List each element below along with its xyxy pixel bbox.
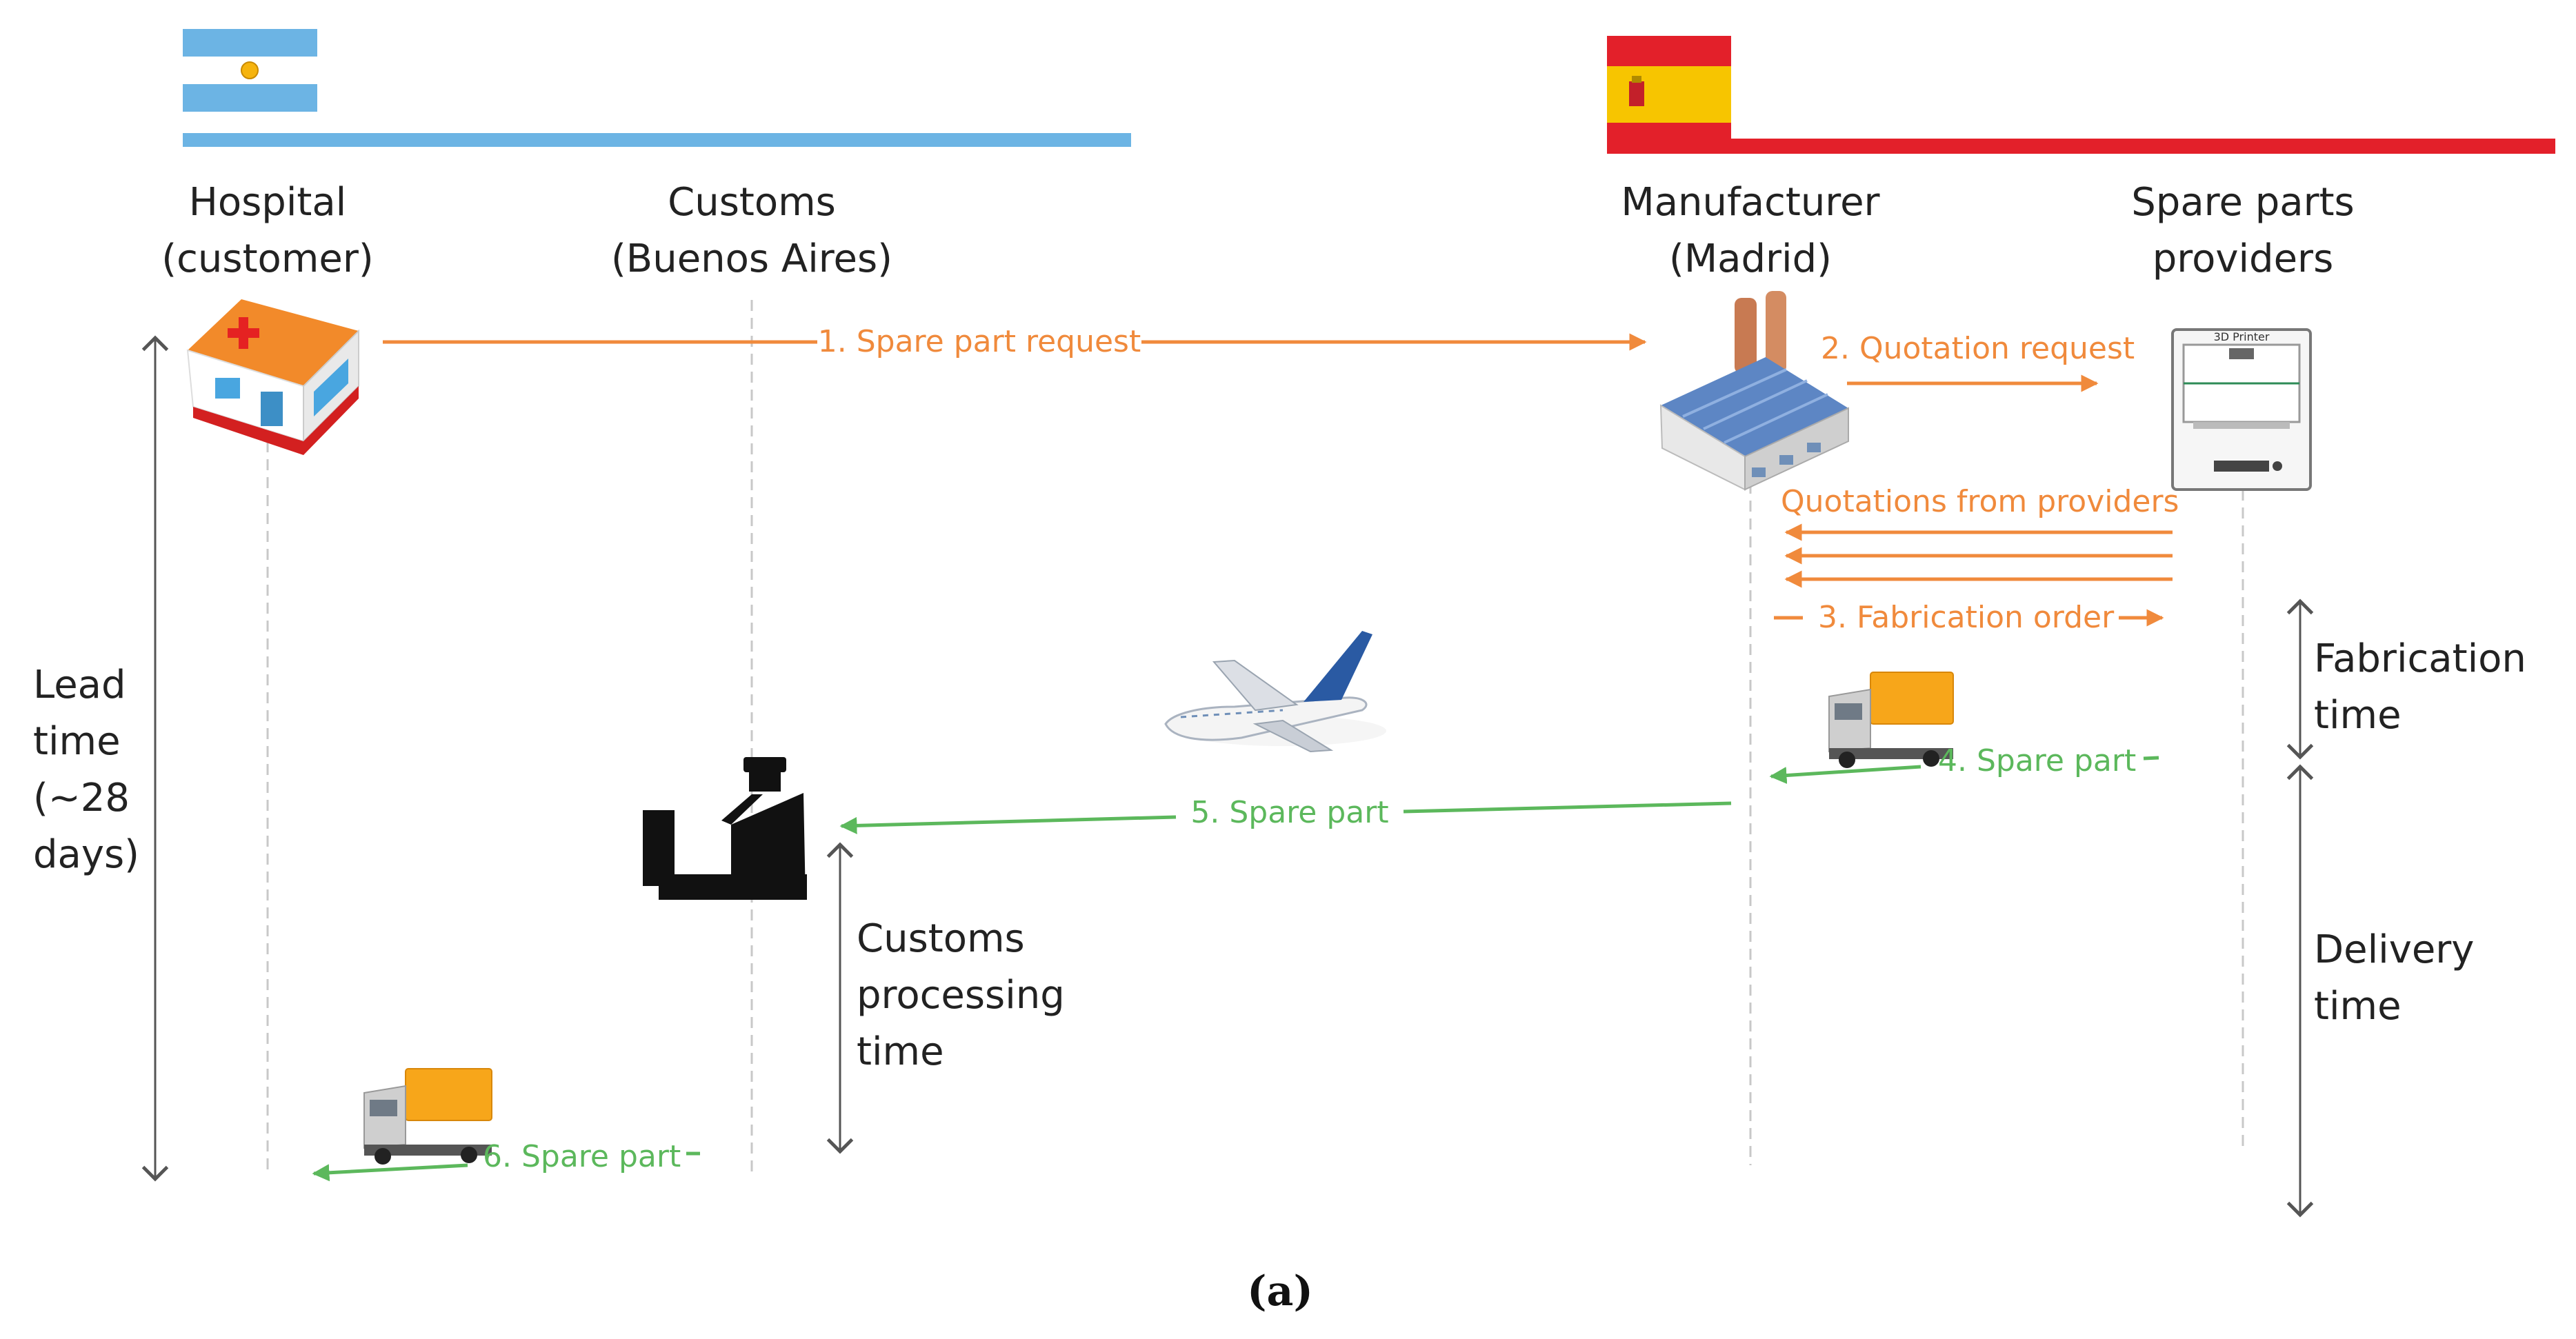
arrow-5-left-seg [839, 815, 1177, 834]
3d-printer-icon: 3D Printer [2171, 328, 2312, 491]
customs-time-l1: Customs [857, 916, 1025, 961]
msg-1-label: 1. Spare part request [818, 324, 1141, 359]
lead-time-l1: Lead [33, 663, 126, 707]
fabrication-time-l2: time [2314, 693, 2402, 738]
msg-6-label: 6. Spare part [483, 1139, 681, 1174]
customs-time-l2: processing [857, 973, 1065, 1018]
lifelines [266, 300, 2244, 1176]
printer-label: 3D Printer [2214, 330, 2270, 343]
fabrication-time-l1: Fabrication [2314, 636, 2526, 681]
actor-manufacturer-line2: (Madrid) [1669, 236, 1832, 281]
actor-customs-line2: (Buenos Aires) [611, 236, 892, 281]
customs-officer-icon [643, 757, 807, 900]
delivery-time-l2: time [2314, 984, 2402, 1029]
hospital-icon [186, 299, 359, 455]
figure-caption: (a) [1247, 1267, 1313, 1316]
msg-3-label: 3. Fabrication order [1818, 600, 2115, 635]
factory-icon [1659, 291, 1849, 491]
spain-band [1607, 139, 2555, 154]
actor-hospital-line1: Hospital [189, 180, 346, 225]
actor-manufacturer-line1: Manufacturer [1621, 180, 1880, 225]
argentina-flag [183, 29, 317, 112]
msg-4-label: 4. Spare part [1938, 743, 2136, 778]
lead-time-l2: time [33, 719, 121, 764]
delivery-time-l1: Delivery [2314, 927, 2474, 972]
lead-time-l4: days) [33, 832, 139, 877]
customs-time-l3: time [857, 1029, 944, 1074]
actor-customs-line1: Customs [668, 180, 836, 225]
msg-5-label: 5. Spare part [1190, 795, 1388, 830]
argentina-band [183, 133, 1131, 147]
actor-providers-line1: Spare parts [2131, 180, 2354, 225]
truck-icon [363, 1068, 492, 1165]
arrow-4 [1769, 765, 1921, 785]
airplane-icon [1164, 631, 1386, 753]
arrow-5-right-seg [1403, 801, 1732, 814]
spain-flag [1607, 36, 1731, 153]
truck-icon [1828, 672, 1954, 768]
arrow-6 [312, 1163, 468, 1182]
msg-2-label: 2. Quotation request [1821, 331, 2135, 366]
msg-quotations-label: Quotations from providers [1781, 484, 2179, 519]
actor-hospital-line2: (customer) [161, 236, 373, 281]
lead-time-l3: (~28 [33, 776, 130, 820]
actor-providers-line2: providers [2153, 236, 2334, 281]
